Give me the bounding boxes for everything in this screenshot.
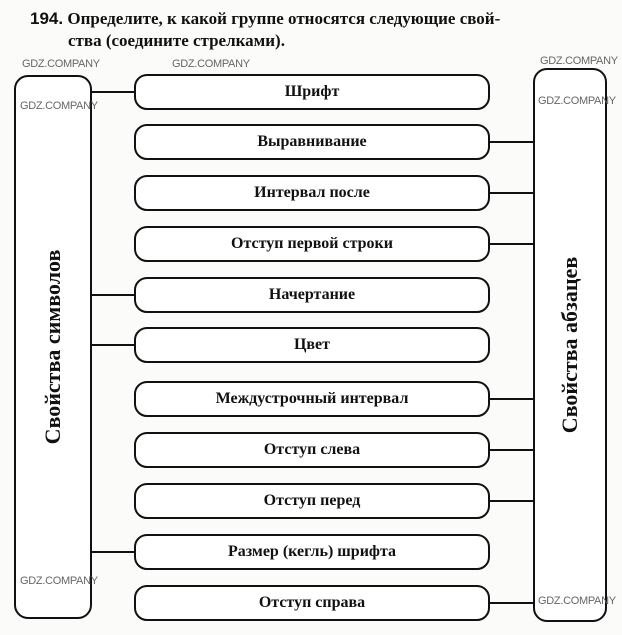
property-box[interactable]: Шрифт [134, 74, 490, 110]
connector-line [488, 243, 535, 245]
connector-line [90, 91, 136, 93]
task-text-line2: ства (соедините стрелками). [68, 31, 285, 50]
task-text: 194. Определите, к какой группе относятс… [30, 8, 500, 52]
property-box[interactable]: Размер (кегль) шрифта [134, 534, 490, 570]
group-label: Свойства символов [40, 249, 65, 445]
property-label: Отступ первой строки [231, 235, 393, 252]
watermark: GDZ.COMPANY [538, 595, 616, 607]
property-label: Отступ слева [263, 441, 361, 458]
property-label: Интервал после [254, 184, 370, 201]
property-label: Шрифт [284, 83, 340, 100]
property-box[interactable]: Начертание [134, 277, 490, 313]
property-label: Начертание [268, 286, 356, 303]
group-label: Свойства абзацев [557, 256, 582, 434]
watermark: GDZ.COMPANY [20, 575, 98, 587]
property-box[interactable]: Выравнивание [134, 124, 490, 160]
connector-line [90, 294, 136, 296]
connector-line [488, 398, 535, 400]
property-box[interactable]: Междустрочный интервал [134, 381, 490, 417]
task-text-line1: Определите, к какой группе относятся сле… [67, 9, 501, 28]
property-box[interactable]: Интервал после [134, 175, 490, 211]
property-box[interactable]: Отступ первой строки [134, 226, 490, 262]
connector-line [488, 602, 535, 604]
property-label: Междустрочный интервал [215, 390, 409, 407]
property-label: Отступ справа [258, 594, 366, 611]
property-label: Отступ перед [263, 492, 361, 509]
property-box[interactable]: Отступ перед [134, 483, 490, 519]
property-box[interactable]: Отступ слева [134, 432, 490, 468]
watermark: GDZ.COMPANY [20, 100, 98, 112]
task-number: 194. [30, 9, 64, 28]
connector-line [90, 551, 136, 553]
property-label: Размер (кегль) шрифта [227, 543, 397, 560]
watermark: GDZ.COMPANY [540, 55, 618, 67]
property-label: Выравнивание [257, 133, 367, 150]
connector-line [488, 449, 535, 451]
group-paragraph-properties[interactable]: Свойства абзацев [533, 68, 607, 622]
connector-line [488, 141, 535, 143]
property-box[interactable]: Цвет [134, 327, 490, 363]
property-label: Цвет [293, 336, 331, 353]
connector-line [488, 192, 535, 194]
connector-line [90, 344, 136, 346]
property-box[interactable]: Отступ справа [134, 585, 490, 621]
watermark: GDZ.COMPANY [22, 58, 100, 70]
watermark: GDZ.COMPANY [538, 95, 616, 107]
group-character-properties[interactable]: Свойства символов [14, 75, 92, 619]
watermark: GDZ.COMPANY [172, 58, 250, 70]
connector-line [488, 500, 535, 502]
